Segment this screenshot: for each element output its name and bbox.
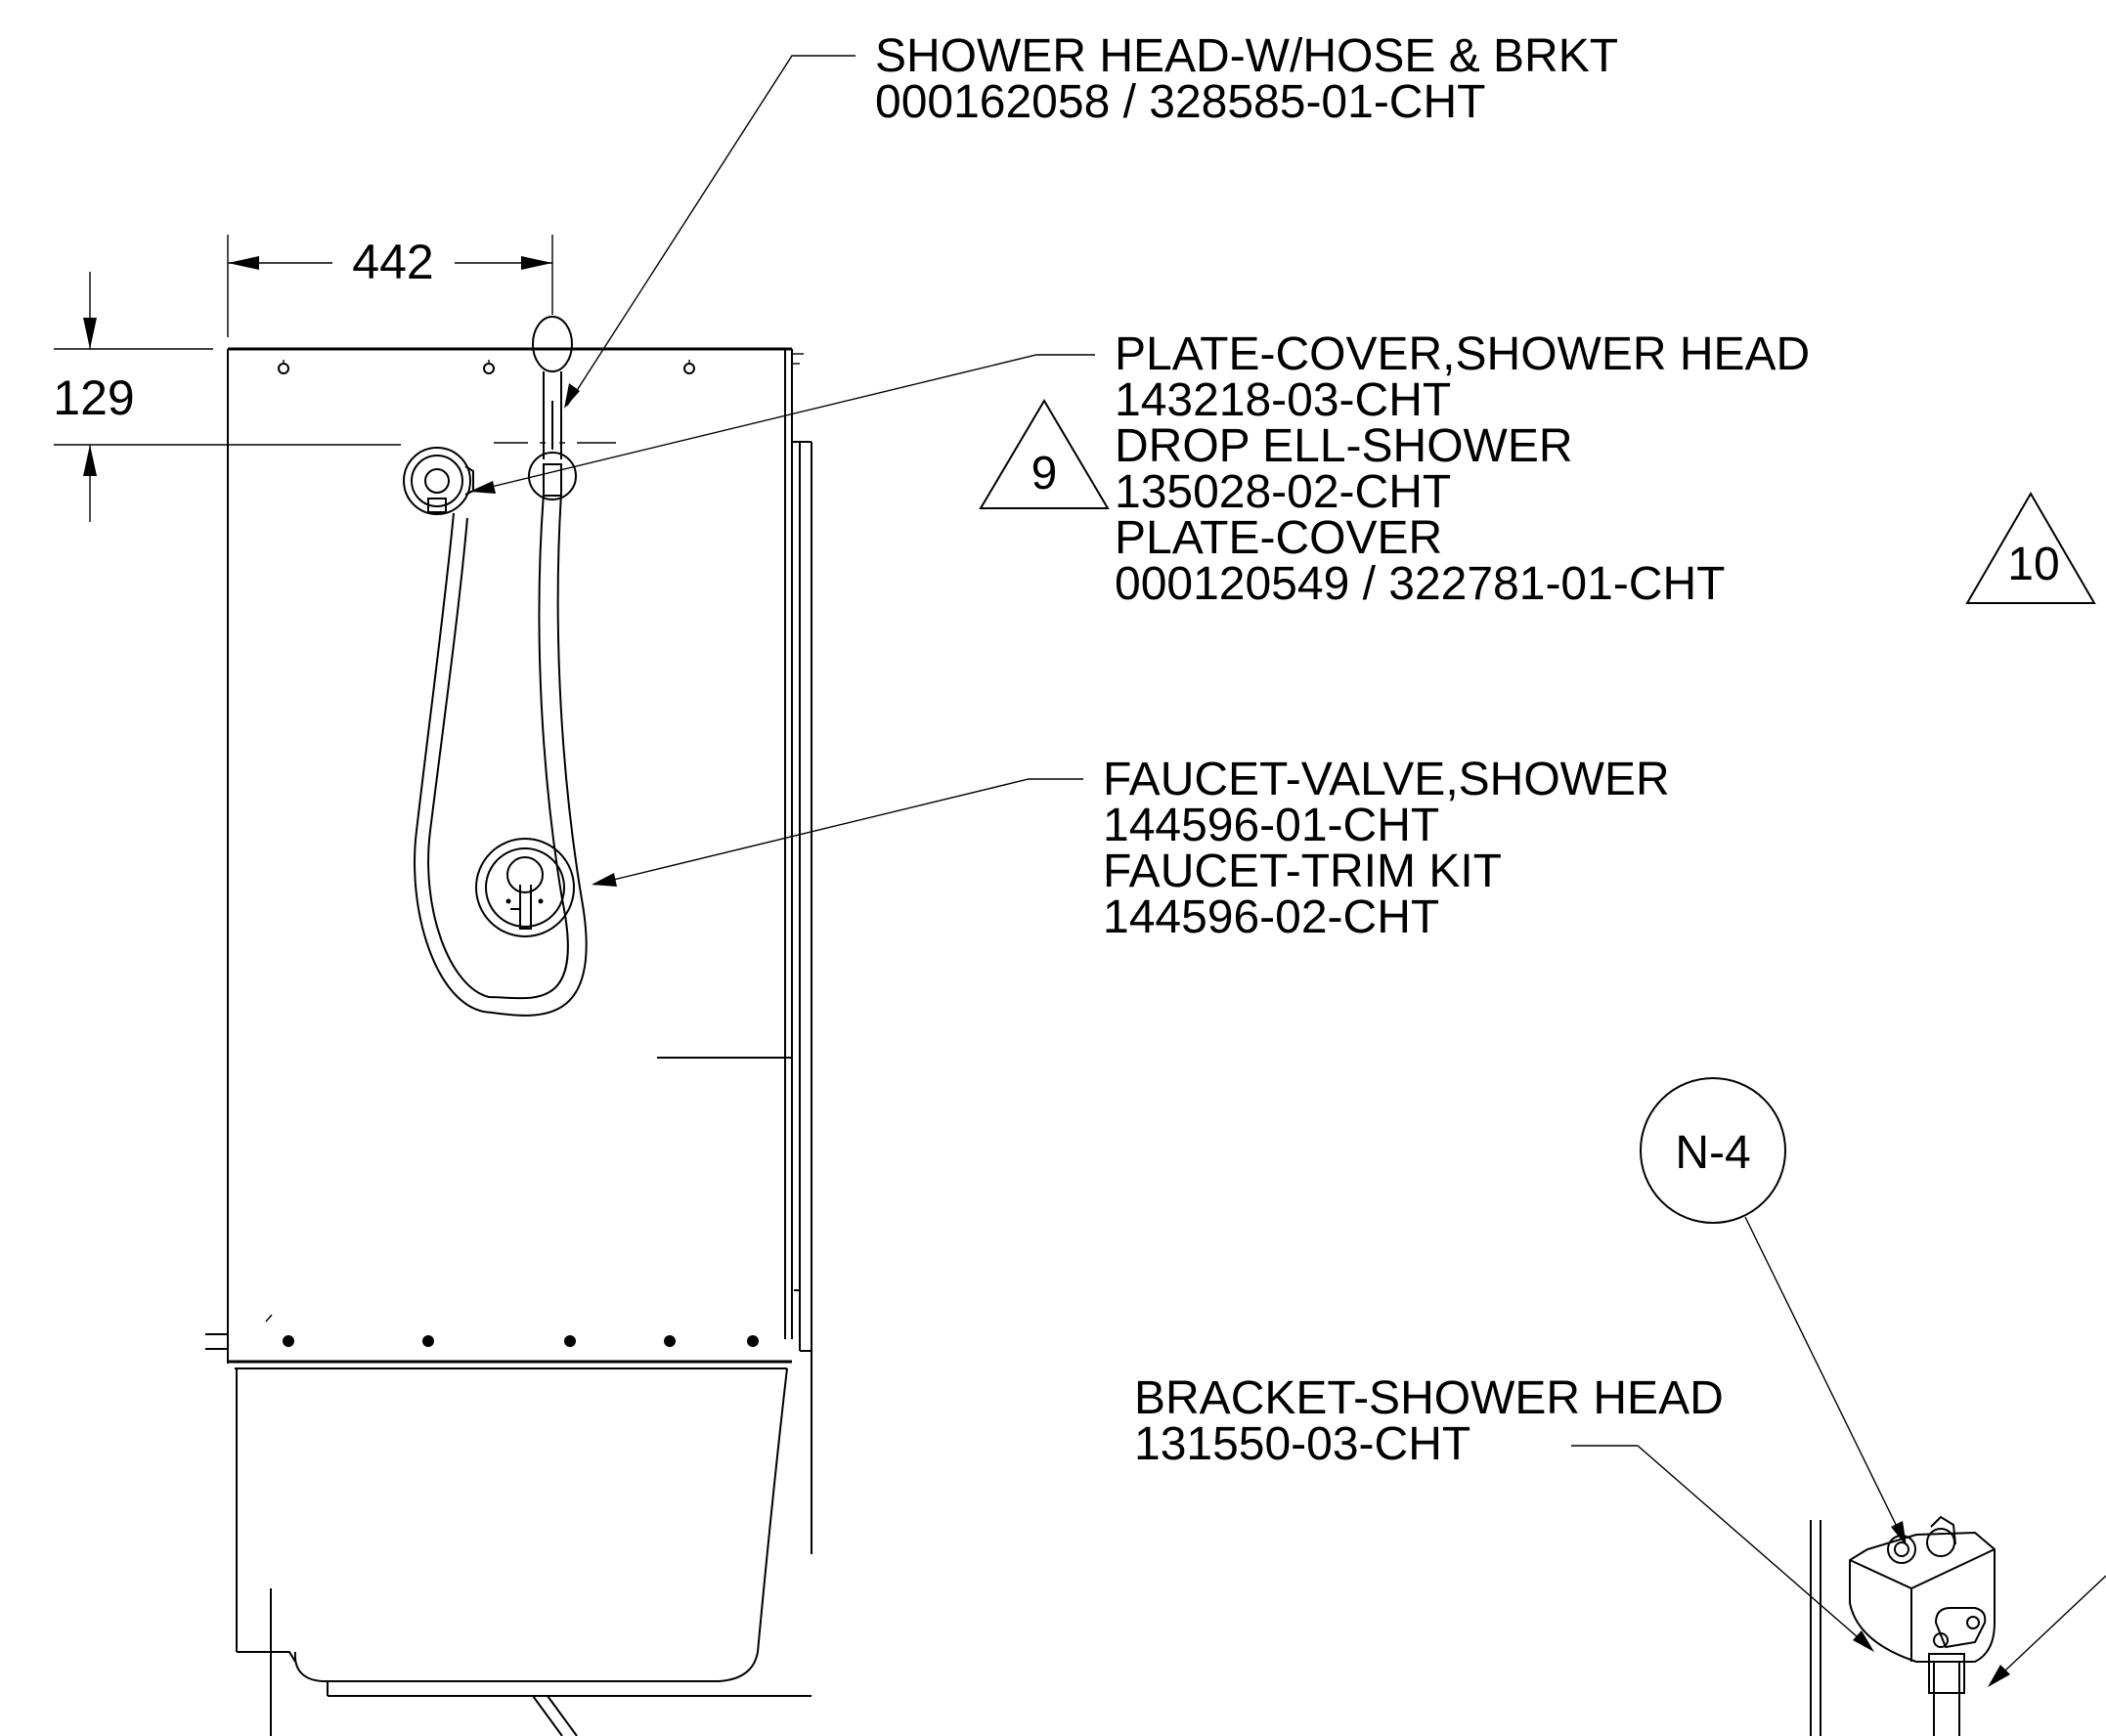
callout-faucet-group: FAUCET-VALVE,SHOWER 144596-01-CHT FAUCET…: [1103, 754, 1670, 943]
drop-ell-shower-part: 135028-02-CHT: [1115, 466, 1451, 518]
detail-tag-n4-label: N-4: [1675, 1127, 1750, 1179]
bracket-detail-view: [1810, 1515, 1996, 1736]
dimension-lines: [54, 235, 553, 522]
shower-head-name: SHOWER HEAD-W/HOSE & BRKT: [875, 30, 1618, 82]
revision-tag-9: 9: [979, 399, 1110, 509]
plate-cover-shower-head-name: PLATE-COVER,SHOWER HEAD: [1115, 328, 1810, 380]
shower-head-part-number: 000162058 / 328585-01-CHT: [875, 76, 1485, 128]
leader-lines: [469, 55, 2106, 1687]
faucet-trim-kit-part: 144596-02-CHT: [1103, 891, 1439, 943]
callout-shower-head: SHOWER HEAD-W/HOSE & BRKT 000162058 / 32…: [875, 30, 1618, 128]
callout-bracket: BRACKET-SHOWER HEAD 131550-03-CHT: [1134, 1372, 1724, 1470]
bracket-shower-head-name: BRACKET-SHOWER HEAD: [1134, 1372, 1724, 1424]
plate-cover-part: 000120549 / 322781-01-CHT: [1115, 558, 1725, 610]
drop-ell-shower-name: DROP ELL-SHOWER: [1115, 420, 1573, 472]
revision-tag-10: 10: [1965, 492, 2096, 604]
shower-head-and-hose: [403, 316, 616, 1017]
bracket-shower-head-part: 131550-03-CHT: [1134, 1418, 1470, 1470]
faucet-valve-name: FAUCET-VALVE,SHOWER: [1103, 754, 1670, 805]
revision-tag-9-label: 9: [1031, 448, 1058, 499]
detail-tag-n4: N-4: [1640, 1077, 1786, 1224]
faucet-trim-kit-name: FAUCET-TRIM KIT: [1103, 846, 1502, 897]
dimension-129-label: 129: [53, 370, 134, 425]
dimension-442-label: 442: [352, 235, 433, 289]
faucet-valve-part: 144596-01-CHT: [1103, 800, 1439, 851]
revision-tag-10-label: 10: [2007, 539, 2059, 590]
plate-cover-name: PLATE-COVER: [1115, 512, 1442, 564]
callout-plate-cover-group: PLATE-COVER,SHOWER HEAD 143218-03-CHT DR…: [1115, 328, 1810, 610]
plate-cover-shower-head-part: 143218-03-CHT: [1115, 374, 1451, 426]
shower-enclosure: [205, 347, 812, 1736]
